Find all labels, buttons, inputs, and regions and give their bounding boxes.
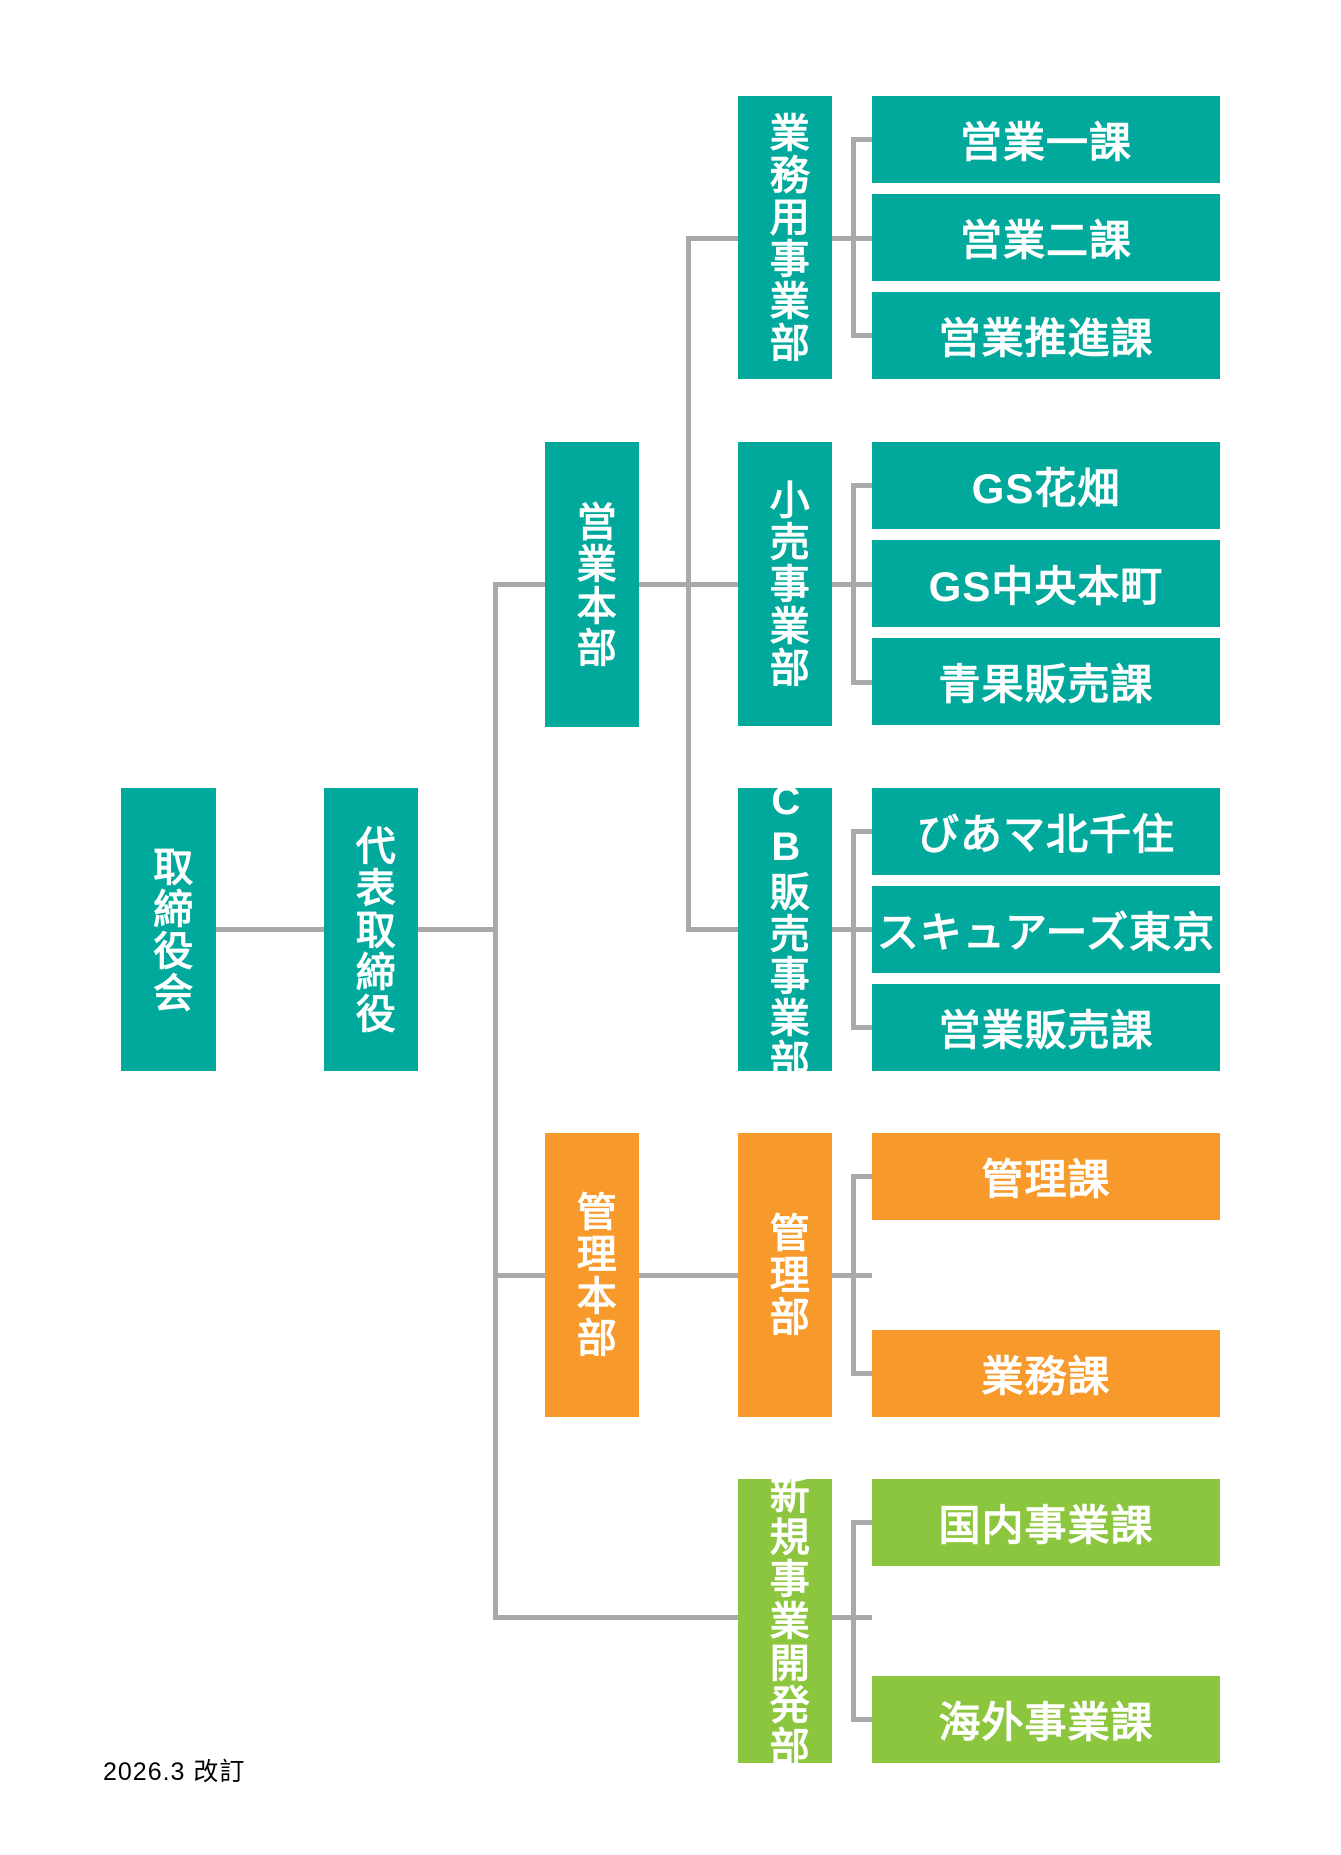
connector-line	[851, 1025, 872, 1030]
node-admin-department: 管理部	[738, 1133, 832, 1417]
node-admin-section: 管理課	[872, 1133, 1220, 1220]
node-representative-director: 代表取締役	[324, 788, 418, 1071]
node-sales-and-marketing-section: 営業販売課	[872, 984, 1220, 1071]
node-label: 新規事業開発部	[763, 1474, 808, 1768]
node-label: 業務用事業部	[763, 111, 808, 364]
node-label: 管理部	[763, 1212, 808, 1338]
node-sales-headquarters: 営業本部	[545, 442, 639, 727]
node-label: 取締役会	[147, 845, 192, 1014]
connector-line	[851, 1520, 872, 1525]
node-admin-headquarters: 管理本部	[545, 1133, 639, 1417]
connector-line	[493, 582, 872, 587]
connector-line	[851, 1717, 872, 1722]
node-retail-business-division: 小売事業部	[738, 442, 832, 726]
connector-line	[686, 236, 691, 932]
connector-line	[493, 1615, 872, 1620]
node-sales-promotion-section: 営業推進課	[872, 292, 1220, 379]
connector-line	[851, 1174, 856, 1376]
connector-line	[851, 1371, 872, 1376]
connector-line	[851, 333, 872, 338]
connector-line	[493, 582, 498, 1620]
node-new-business-development-department: 新規事業開発部	[738, 1474, 832, 1768]
node-label: 小売事業部	[763, 479, 808, 689]
node-board-of-directors: 取締役会	[121, 788, 216, 1071]
node-commercial-business-division: 業務用事業部	[738, 96, 832, 379]
node-label: 管理本部	[570, 1191, 615, 1359]
connector-line	[851, 1174, 872, 1179]
node-cb-sales-business-division: CB販売事業部	[738, 779, 832, 1081]
node-biama-kitasenju: びあマ北千住	[872, 788, 1220, 875]
connector-line	[851, 137, 856, 338]
node-label: 営業本部	[570, 500, 615, 669]
node-label: CB販売事業部	[763, 778, 808, 1081]
node-sales-section-1: 営業一課	[872, 96, 1220, 183]
node-sukyuazu-tokyo: スキュアーズ東京	[872, 886, 1220, 973]
node-operations-section: 業務課	[872, 1330, 1220, 1417]
node-domestic-business-section: 国内事業課	[872, 1479, 1220, 1566]
connector-line	[851, 137, 872, 142]
connector-line	[493, 1273, 872, 1278]
node-overseas-business-section: 海外事業課	[872, 1676, 1220, 1763]
node-produce-sales-section: 青果販売課	[872, 638, 1220, 725]
connector-line	[851, 680, 872, 685]
node-sales-section-2: 営業二課	[872, 194, 1220, 281]
connector-line	[851, 829, 872, 834]
connector-line	[851, 483, 856, 685]
node-gs-hanahata: GS花畑	[872, 442, 1220, 529]
node-label: 代表取締役	[349, 824, 394, 1035]
connector-line	[851, 829, 856, 1030]
connector-line	[851, 483, 872, 488]
revision-note: 2026.3 改訂	[103, 1758, 246, 1786]
node-gs-chuo-honcho: GS中央本町	[872, 540, 1220, 627]
connector-line	[851, 1520, 856, 1722]
